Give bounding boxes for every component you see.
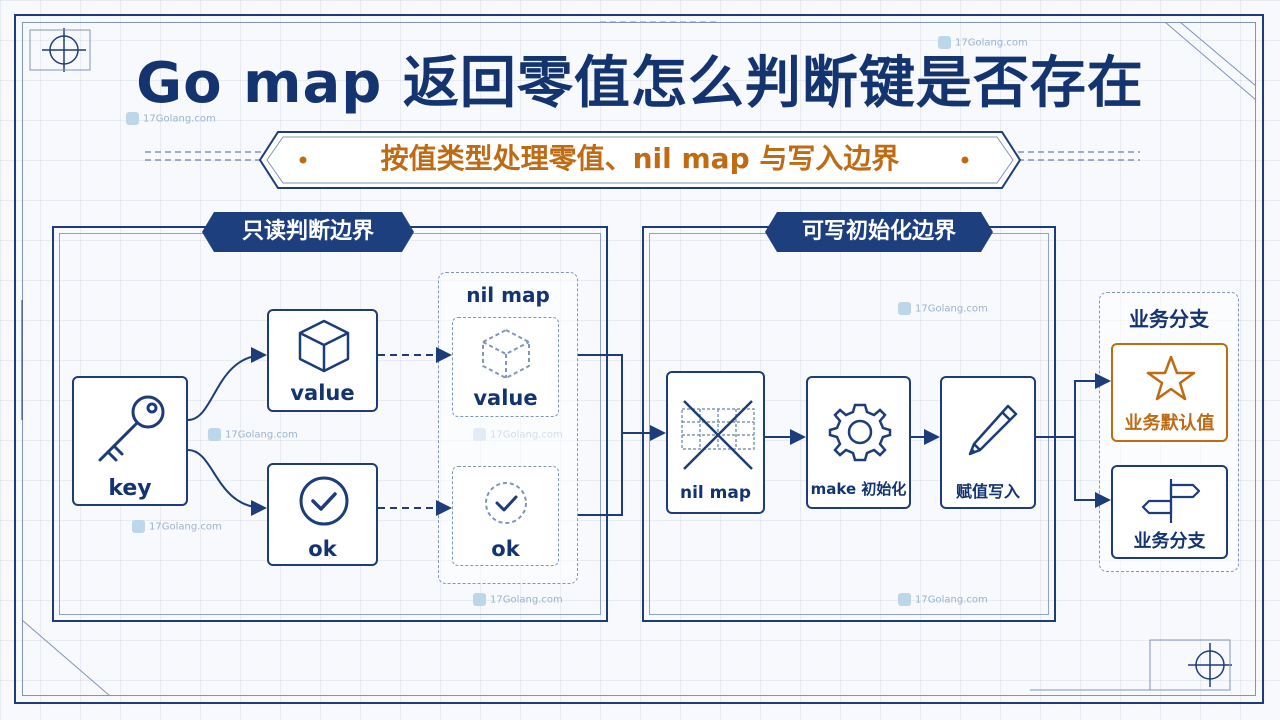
check-circle-icon-dashed (485, 482, 527, 524)
readonly-panel-label: 只读判断边界 (202, 212, 414, 252)
nil-map-label: nil map (679, 483, 752, 503)
watermark-logo-icon (208, 428, 221, 441)
cube-icon (298, 319, 350, 373)
key-node: key (72, 376, 188, 506)
business-default-node: 业务默认值 (1111, 343, 1228, 442)
bracket-nil-group (578, 354, 623, 516)
page-title: Go map 返回零值怎么判断键是否存在 (136, 51, 1144, 116)
crosshair-icon-top-left (42, 28, 86, 72)
signpost-icon (1141, 479, 1201, 523)
business-default-label: 业务默认值 (1124, 413, 1215, 434)
watermark-logo-icon (898, 593, 911, 606)
business-group-title: 业务分支 (1129, 307, 1209, 331)
watermark: 17Golang.com (208, 428, 298, 441)
watermark-logo-icon (132, 520, 145, 533)
watermark-logo-icon (473, 593, 486, 606)
crosshair-icon-bottom-right (1188, 643, 1232, 687)
nil-value-label: value (473, 386, 538, 410)
subtitle-banner: 按值类型处理零值、nil map 与写入边界 (260, 130, 1020, 188)
watermark-logo-icon (126, 112, 139, 125)
init-panel-label: 可写初始化边界 (765, 212, 993, 252)
value-label: value (290, 381, 355, 405)
watermark: 17Golang.com (132, 520, 222, 533)
outer-frame (14, 14, 1264, 704)
watermark: 17Golang.com (938, 36, 1028, 49)
check-circle-icon (299, 476, 349, 526)
nil-map-group-title: nil map (466, 283, 550, 307)
cube-icon-dashed (482, 329, 530, 379)
watermark: 17Golang.com (126, 112, 216, 125)
nil-value-node: value (452, 317, 559, 417)
write-label: 赋值写入 (955, 482, 1020, 501)
nil-map-node: nil map (666, 371, 765, 514)
nil-ok-node: ok (452, 466, 559, 566)
nil-ok-label: ok (491, 537, 520, 561)
watermark: 17Golang.com (898, 302, 988, 315)
arrow-key-to-value (187, 347, 267, 421)
watermark-logo-icon (938, 36, 951, 49)
ok-label: ok (308, 537, 337, 561)
value-node: value (267, 309, 378, 412)
arrow-key-to-ok (187, 449, 267, 516)
crossed-grid-icon (681, 400, 755, 470)
pencil-icon (968, 404, 1018, 456)
key-icon (98, 395, 165, 462)
make-node: make 初始化 (806, 376, 911, 509)
watermark: 17Golang.com (473, 593, 563, 606)
make-label: make 初始化 (810, 480, 907, 498)
watermark: 17Golang.com (898, 593, 988, 606)
ok-node: ok (267, 463, 378, 566)
business-branch-label: 业务分支 (1133, 531, 1206, 552)
arrow-write-to-branch (1074, 437, 1111, 508)
write-node: 赋值写入 (940, 376, 1036, 509)
watermark-logo-icon (898, 302, 911, 315)
key-label: key (108, 476, 152, 501)
subtitle: 按值类型处理零值、nil map 与写入边界 (380, 142, 900, 175)
arrow-write-to-default (1036, 373, 1111, 438)
business-branch-node: 业务分支 (1111, 465, 1228, 559)
gear-icon (828, 403, 892, 462)
star-icon (1146, 355, 1196, 401)
